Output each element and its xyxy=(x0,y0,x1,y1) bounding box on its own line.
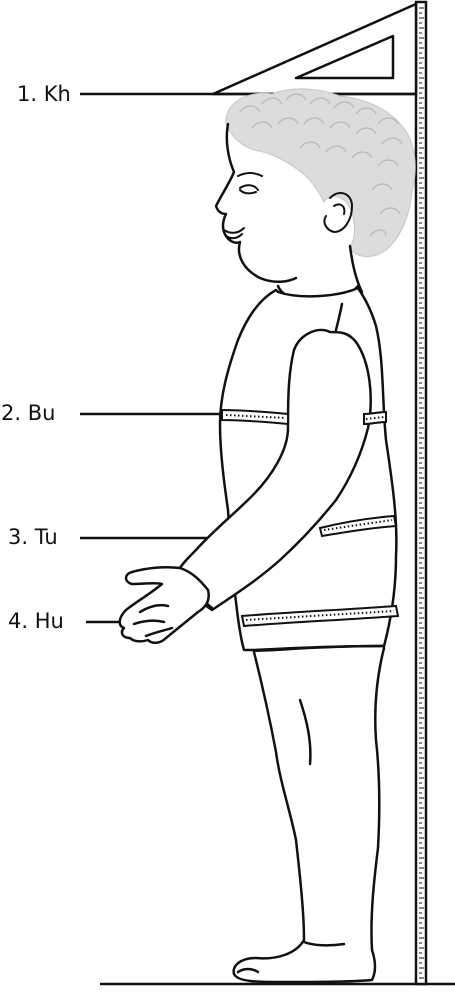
label-hip: 4. Hu xyxy=(8,609,64,633)
ear xyxy=(323,191,354,234)
mouth xyxy=(223,227,245,234)
headboard-set-square xyxy=(211,2,418,96)
height-ruler xyxy=(414,0,428,986)
child-head xyxy=(214,122,364,294)
eye-lash xyxy=(239,189,257,195)
ruler-ticks xyxy=(419,7,424,979)
hip-tape xyxy=(240,604,400,628)
mouth-lower xyxy=(225,233,243,240)
eye xyxy=(239,184,259,191)
child-hand xyxy=(118,565,210,644)
label-waist: 3. Tu xyxy=(8,525,58,549)
bust-tape xyxy=(221,408,387,426)
child-face-features xyxy=(223,172,354,240)
ear-inner xyxy=(333,203,346,215)
child-legs xyxy=(232,644,386,984)
eyebrow xyxy=(237,172,263,177)
waist-tape xyxy=(318,514,398,538)
label-bust: 2. Bu xyxy=(1,401,56,425)
child-hair xyxy=(225,88,416,257)
label-head-circumference: 1. Kh xyxy=(17,82,71,106)
